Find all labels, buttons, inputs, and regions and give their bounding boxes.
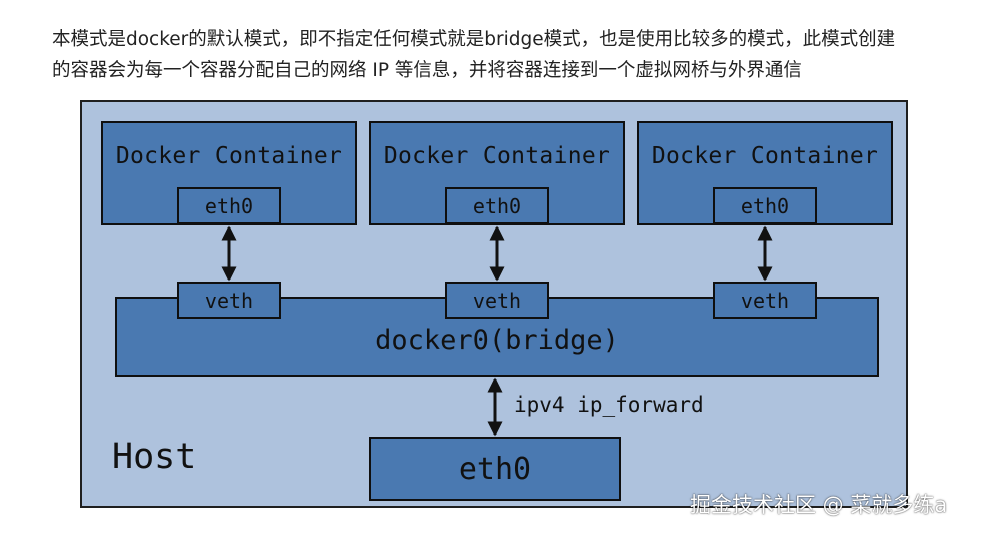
ip-forward-label: ipv4 ip_forward	[514, 393, 704, 417]
veth-2: veth	[445, 282, 549, 319]
host-label: Host	[112, 437, 197, 477]
host-area: Docker Container eth0 Docker Container e…	[80, 100, 908, 508]
bridge-label: docker0(bridge)	[375, 325, 619, 356]
container-title: Docker Container	[115, 143, 343, 169]
veth-3: veth	[713, 282, 817, 319]
connection-arrows	[221, 225, 773, 437]
watermark: 掘金技术社区 @ 菜就多练a	[690, 493, 948, 517]
intro-text: 本模式是docker的默认模式，即不指定任何模式就是bridge模式，也是使用比…	[52, 24, 952, 86]
intro-line-2: 的容器会为每一个容器分配自己的网络 IP 等信息，并将容器连接到一个虚拟网桥与外…	[52, 60, 802, 81]
container-title: Docker Container	[383, 143, 611, 169]
container-2-eth0: eth0	[445, 187, 549, 224]
veth-1: veth	[177, 282, 281, 319]
container-1-eth0: eth0	[177, 187, 281, 224]
container-title: Docker Container	[651, 143, 879, 169]
host-eth0: eth0	[369, 437, 621, 501]
intro-line-1: 本模式是docker的默认模式，即不指定任何模式就是bridge模式，也是使用比…	[52, 29, 896, 50]
container-3-eth0: eth0	[713, 187, 817, 224]
